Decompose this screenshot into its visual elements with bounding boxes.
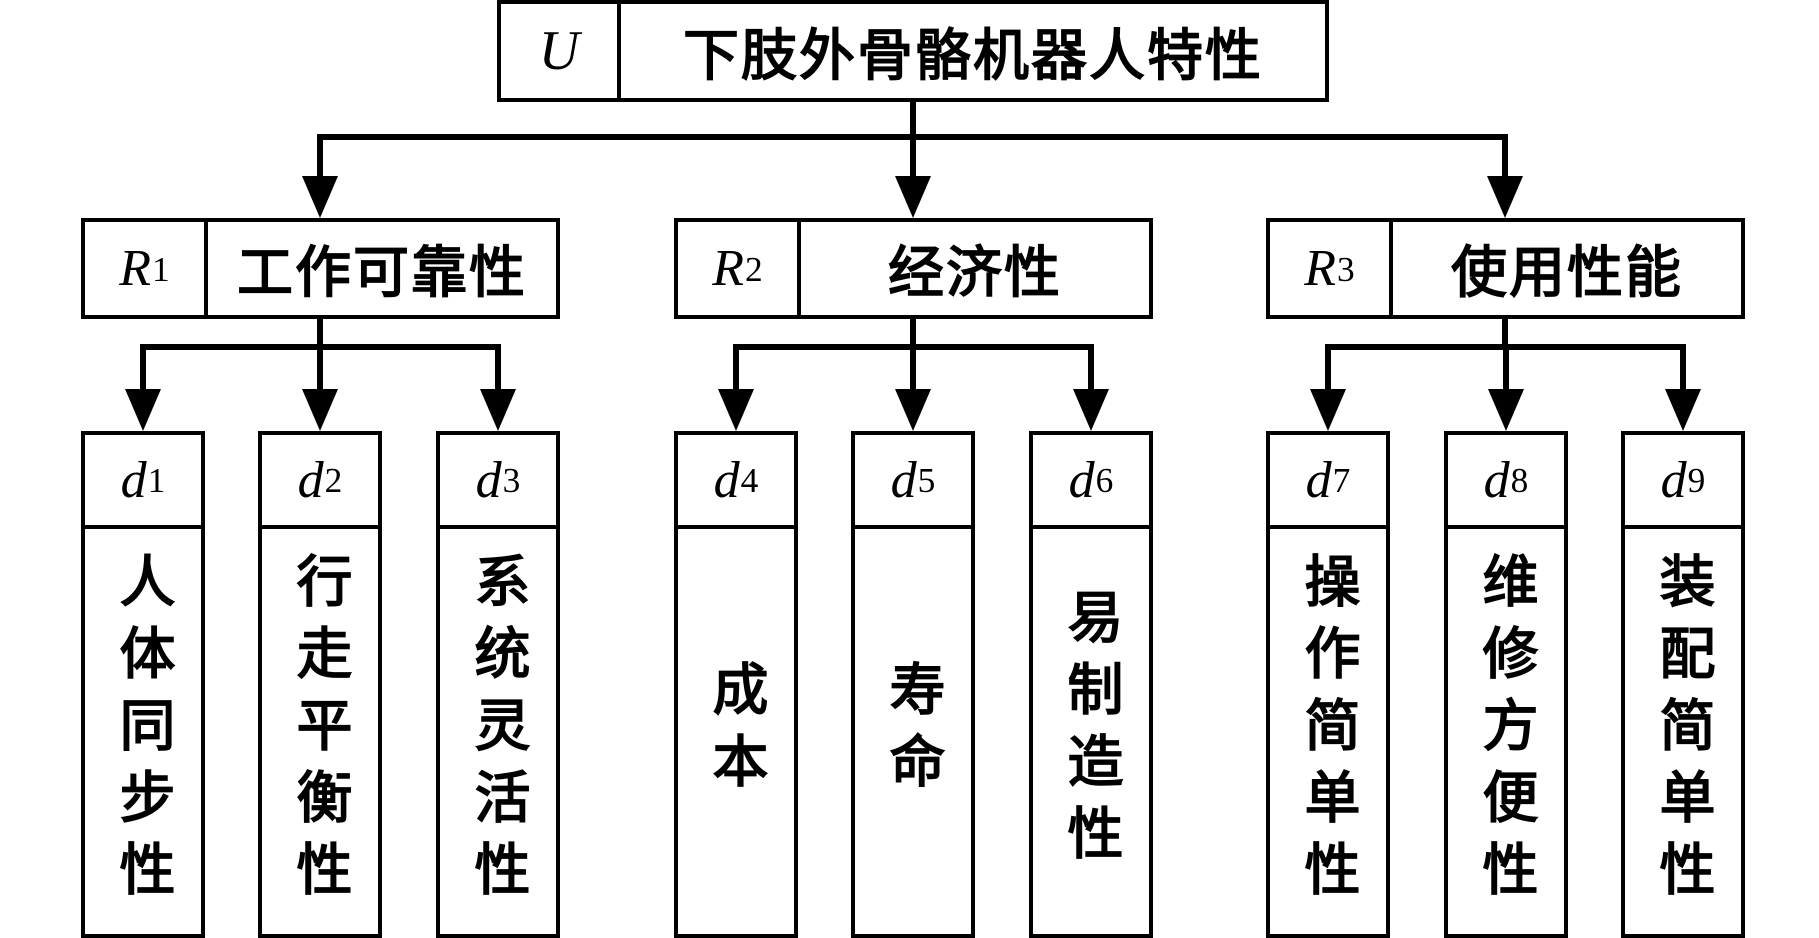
root-branch-arrowhead-1 — [302, 176, 338, 218]
group-label: 使用性能 — [1451, 240, 1683, 306]
r1-branch-arrowhead-1 — [125, 389, 161, 431]
leaf-label: 成本 — [703, 659, 769, 804]
group-label: 经济性 — [888, 240, 1062, 306]
root-branch-arrowhead-2 — [895, 176, 931, 218]
leaf-label: 寿命 — [880, 659, 946, 804]
root-symbol: U — [501, 4, 621, 98]
leaf-label: 行走平衡性 — [287, 551, 353, 912]
r1-branch-arrowhead-3 — [480, 389, 516, 431]
r3-branch-arrowhead-3 — [1665, 389, 1701, 431]
leaf-label: 维修方便性 — [1473, 551, 1539, 912]
root-node: U 下肢外骨骼机器人特性 — [497, 0, 1329, 102]
leaf-label: 装配简单性 — [1650, 551, 1716, 912]
leaf-label: 操作简单性 — [1295, 551, 1361, 912]
r1-branch-arrowhead-2 — [302, 389, 338, 431]
r2-branch-arrowhead-2 — [895, 389, 931, 431]
r2-branch-arrowhead-1 — [718, 389, 754, 431]
r2-branch-arrowhead-3 — [1073, 389, 1109, 431]
r3-branch-arrowhead-1 — [1310, 389, 1346, 431]
r3-branch-arrowhead-2 — [1488, 389, 1524, 431]
root-label: 下肢外骨骼机器人特性 — [683, 22, 1263, 89]
leaf-label: 系统灵活性 — [465, 551, 531, 912]
root-branch-arrowhead-3 — [1487, 176, 1523, 218]
leaf-label: 人体同步性 — [110, 551, 176, 912]
leaf-label: 易制造性 — [1058, 587, 1124, 876]
group-label: 工作可靠性 — [237, 240, 527, 306]
